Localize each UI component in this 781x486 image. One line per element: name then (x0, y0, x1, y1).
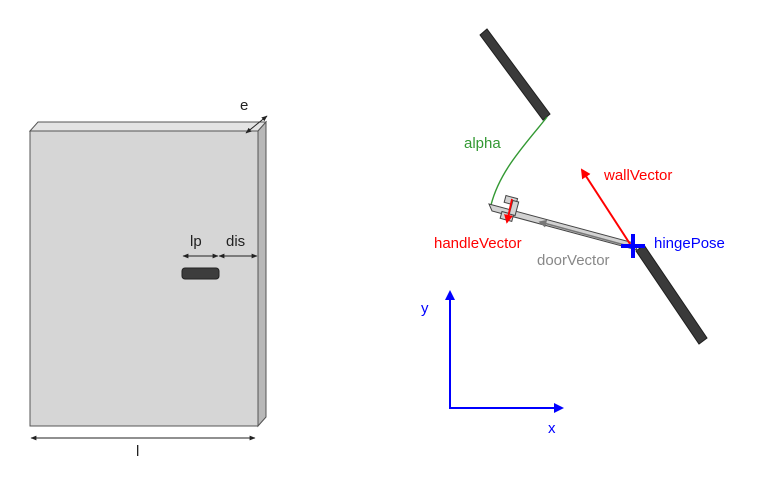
door-width-label: l (136, 443, 139, 460)
handle-vector-arrow (504, 198, 513, 224)
wall-vector-label: wallVector (603, 167, 672, 184)
door-vector-arrow (538, 219, 633, 248)
door-vector-label: doorVector (537, 252, 610, 269)
door-diagram: e lp dis l (28, 97, 268, 460)
y-axis-label: y (421, 300, 429, 317)
wall-lower-segment (635, 244, 708, 345)
thickness-dimension-line (245, 115, 268, 134)
thickness-label: e (240, 97, 248, 114)
alpha-label: alpha (464, 135, 501, 152)
x-axis-label: x (548, 420, 556, 437)
wall-upper-segment (479, 28, 551, 121)
door-front-face (29, 130, 259, 427)
hinge-pose-label: hingePose (654, 235, 725, 252)
hinge-pose-cross-icon (621, 234, 645, 258)
handle-length-label: lp (190, 233, 202, 250)
wall-vector-arrow (580, 168, 633, 248)
handle-vector-label: handleVector (434, 235, 522, 252)
handle-distance-label: dis (226, 233, 245, 250)
door-side-face (257, 120, 267, 428)
alpha-angle-arc (490, 116, 548, 206)
door-top-face (28, 121, 268, 132)
kinematics-diagram: alpha doorVector handleVector wallVector… (421, 28, 725, 437)
door-handle (181, 267, 220, 280)
